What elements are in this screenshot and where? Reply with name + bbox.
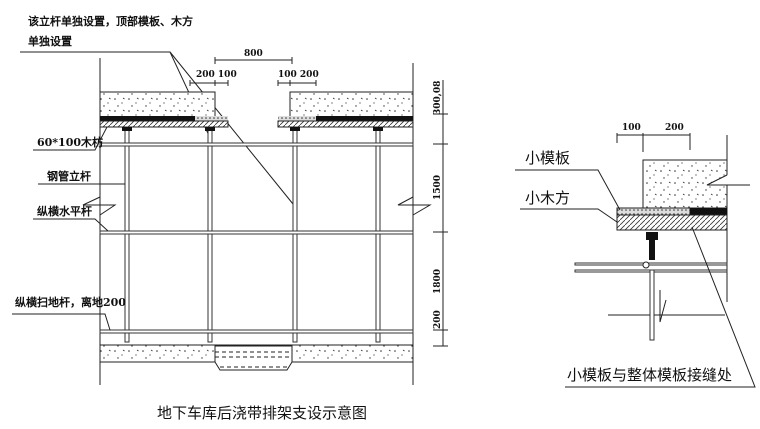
label-small-timber: 小木方 bbox=[525, 189, 570, 207]
formwork-right bbox=[278, 116, 413, 121]
slab-left bbox=[99, 91, 216, 118]
formwork-left bbox=[100, 116, 228, 121]
horizontal-bars bbox=[99, 142, 414, 334]
label-pole: 钢管立杆 bbox=[47, 169, 91, 183]
label-small-formwork: 小模板 bbox=[525, 149, 570, 167]
joint-detail: 100 200 小模板 小木方 小模板与整体模板接缝处 bbox=[515, 123, 756, 388]
label-timber: 60*100木枋 bbox=[37, 135, 103, 149]
label-joint: 小模板与整体模板接缝处 bbox=[567, 366, 732, 384]
dim-gap: 800 bbox=[244, 49, 263, 59]
dim-h1: 1500 bbox=[433, 175, 443, 200]
post-pour-strip-scaffold-elevation: 该立杆单独设置，顶部模板、木方 单独设置 800 200 100 100 200… bbox=[12, 14, 448, 422]
small-timber bbox=[616, 214, 728, 231]
drawing-title: 地下车库后浇带排架支设示意图 bbox=[157, 404, 367, 422]
small-formwork bbox=[616, 207, 691, 216]
note-line-1: 该立杆单独设置，顶部模板、木方 bbox=[28, 14, 193, 28]
dim-slab: 300,08 bbox=[433, 81, 443, 115]
dim-h3: 200 bbox=[433, 310, 443, 329]
slab-right bbox=[289, 91, 414, 118]
note-line-2: 单独设置 bbox=[28, 34, 72, 48]
dim-right: 100 200 bbox=[278, 70, 319, 80]
dim-b: 200 bbox=[665, 123, 684, 133]
label-horizontal: 纵横水平杆 bbox=[37, 204, 92, 218]
timber-left bbox=[99, 120, 229, 128]
dim-a: 100 bbox=[622, 123, 641, 133]
dim-left: 200 100 bbox=[196, 70, 237, 80]
timber-right bbox=[277, 120, 414, 128]
label-sweep: 纵横扫地杆，离地200 bbox=[15, 295, 126, 309]
dim-h2: 1800 bbox=[433, 269, 443, 294]
